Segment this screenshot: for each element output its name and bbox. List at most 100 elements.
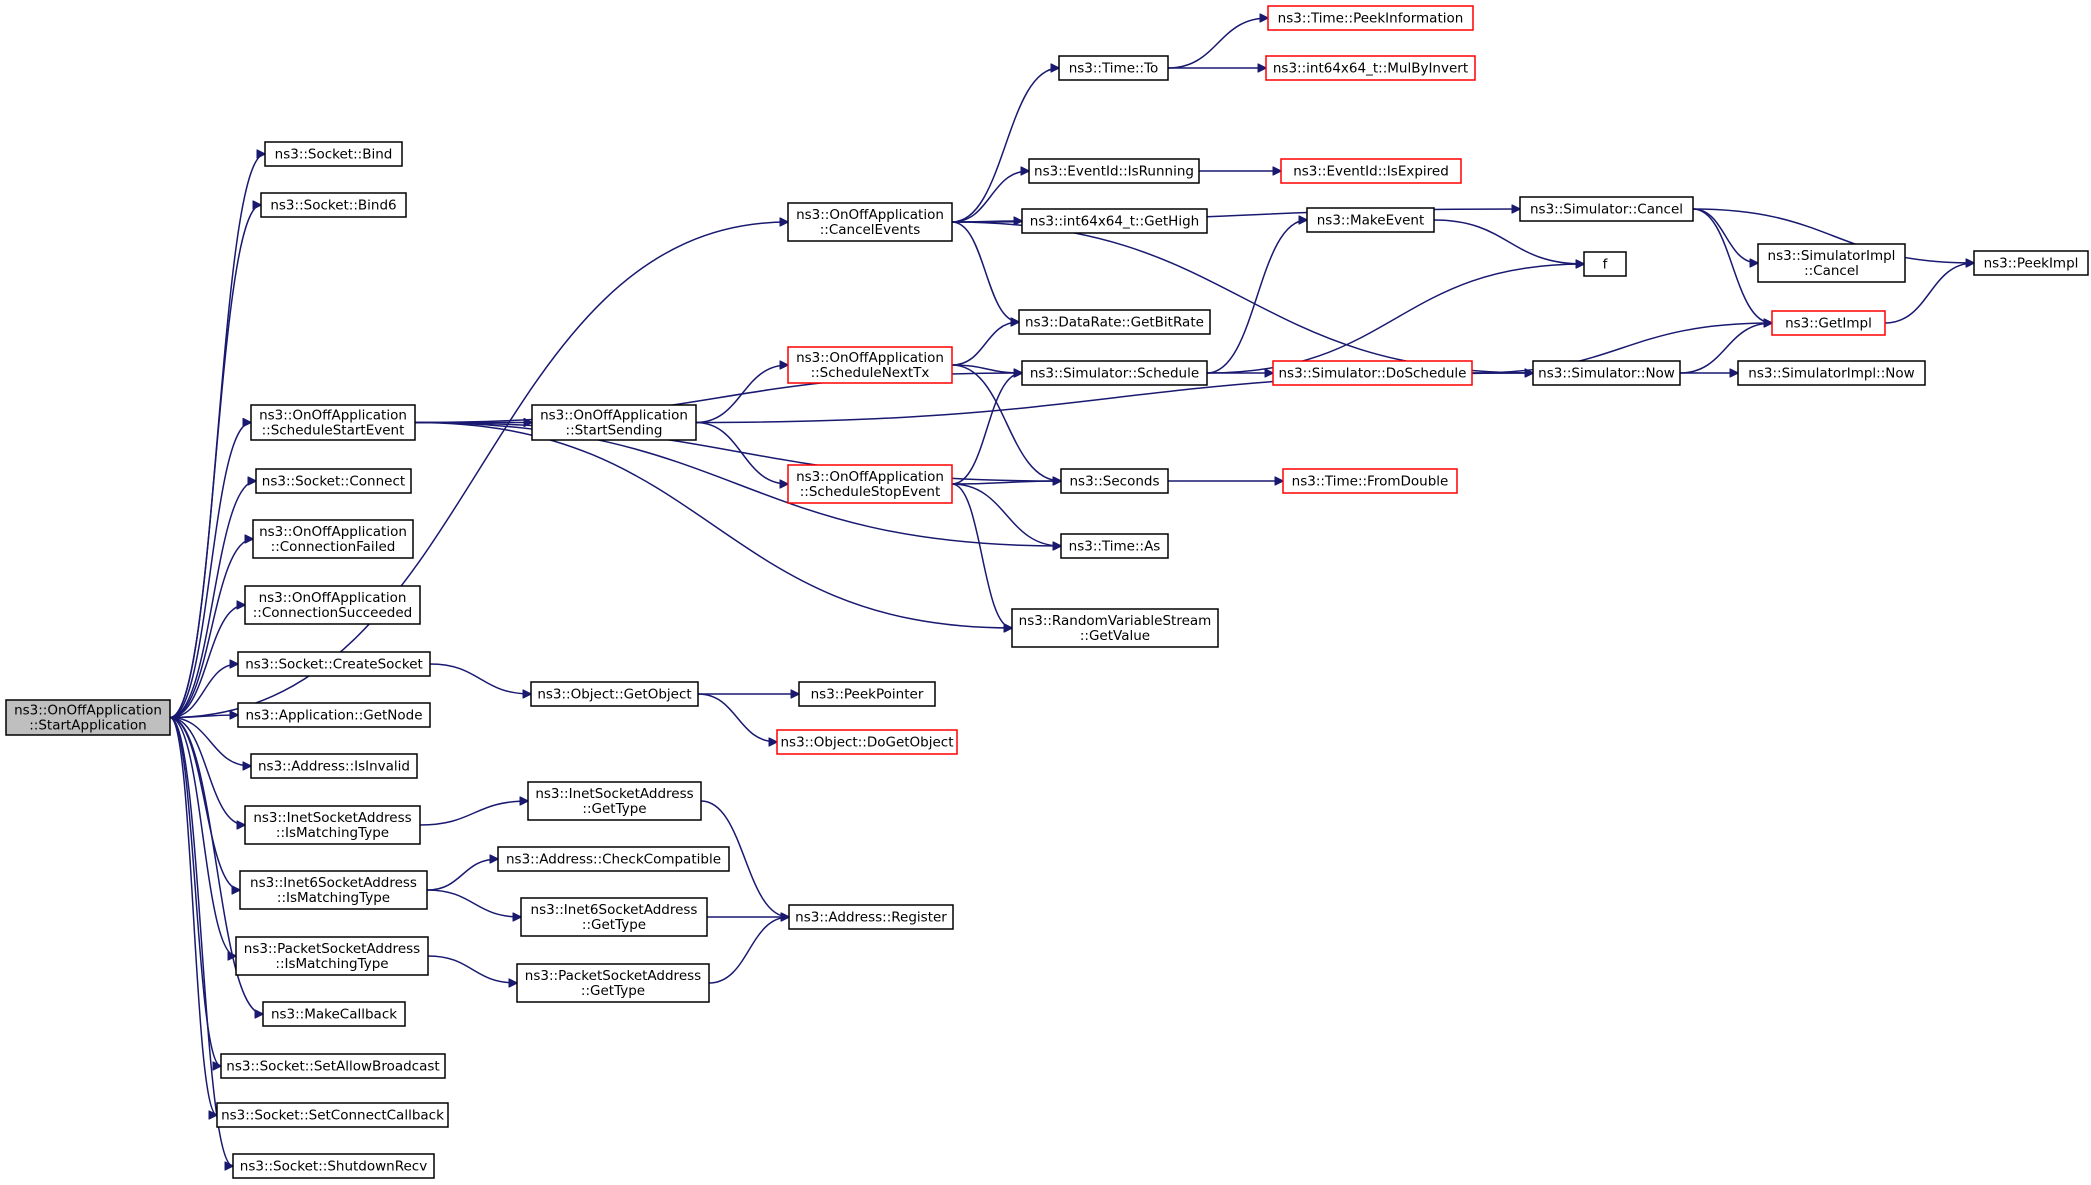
edge-start-to-cancel-events bbox=[169, 222, 788, 719]
node-is-expired[interactable]: ns3::EventId::IsExpired bbox=[1280, 158, 1462, 184]
node-create-socket[interactable]: ns3::Socket::CreateSocket bbox=[237, 651, 431, 677]
node-start-sending[interactable]: ns3::OnOffApplication::StartSending bbox=[531, 404, 697, 441]
edge-sim-cancel-to-peek-impl bbox=[1692, 208, 1974, 263]
edge-do-schedule-to-get-impl bbox=[1471, 323, 1772, 374]
node-inet6-get-type[interactable]: ns3::Inet6SocketAddress::GetType bbox=[520, 897, 708, 937]
edge-schedule-start-to-get-value bbox=[414, 421, 1012, 629]
edge-schedule-next-tx-to-schedule bbox=[951, 364, 1022, 373]
edge-sim-now-to-get-impl bbox=[1679, 323, 1772, 374]
node-do-get-object[interactable]: ns3::Object::DoGetObject bbox=[776, 729, 958, 755]
node-seconds[interactable]: ns3::Seconds bbox=[1060, 468, 1169, 494]
node-label-bind: ns3::Socket::Bind bbox=[275, 147, 393, 163]
node-shutdown-recv[interactable]: ns3::Socket::ShutdownRecv bbox=[232, 1153, 435, 1179]
edge-start-to-set-connect-callback bbox=[169, 716, 218, 1116]
node-label-inet6-get-type: ns3::Inet6SocketAddress bbox=[531, 902, 698, 918]
node-conn-failed[interactable]: ns3::OnOffApplication::ConnectionFailed bbox=[252, 519, 414, 559]
edge-start-to-schedule-start bbox=[169, 423, 251, 719]
node-box-schedule bbox=[1021, 360, 1208, 386]
node-is-running[interactable]: ns3::EventId::IsRunning bbox=[1028, 158, 1200, 184]
node-label-packet-get-type: ns3::PacketSocketAddress bbox=[525, 968, 701, 984]
node-label-schedule: ns3::Simulator::Schedule bbox=[1030, 366, 1199, 382]
edge-inet-match-to-inet-get-type bbox=[419, 801, 528, 826]
node-label-inet-match: ns3::InetSocketAddress bbox=[253, 810, 411, 826]
node-peek-impl[interactable]: ns3::PeekImpl bbox=[1973, 250, 2089, 276]
edge-schedule-stop-to-schedule bbox=[951, 373, 1022, 485]
node-make-callback[interactable]: ns3::MakeCallback bbox=[262, 1001, 406, 1027]
node-get-object[interactable]: ns3::Object::GetObject bbox=[530, 681, 699, 707]
node-box-peek-impl bbox=[1973, 250, 2089, 276]
node-box-mul-by-invert bbox=[1265, 55, 1476, 81]
node-get-high[interactable]: ns3::int64x64_t::GetHigh bbox=[1021, 208, 1208, 234]
node-f[interactable]: f bbox=[1583, 251, 1627, 277]
node-peek-pointer[interactable]: ns3::PeekPointer bbox=[798, 681, 936, 707]
node-check-compat[interactable]: ns3::Address::CheckCompatible bbox=[497, 846, 730, 872]
node-do-schedule[interactable]: ns3::Simulator::DoSchedule bbox=[1272, 360, 1473, 386]
node-packet-match[interactable]: ns3::PacketSocketAddress::IsMatchingType bbox=[235, 936, 429, 976]
node-schedule-stop[interactable]: ns3::OnOffApplication::ScheduleStopEvent bbox=[787, 464, 953, 504]
node-label-seconds: ns3::Seconds bbox=[1070, 474, 1160, 490]
node-label-start-sending: ns3::OnOffApplication bbox=[540, 408, 688, 424]
node-impl-cancel[interactable]: ns3::SimulatorImpl::Cancel bbox=[1757, 243, 1906, 283]
node-box-get-node bbox=[237, 702, 431, 728]
node-get-bit-rate[interactable]: ns3::DataRate::GetBitRate bbox=[1018, 309, 1211, 335]
node-label-sim-now: ns3::Simulator::Now bbox=[1538, 366, 1675, 382]
node-set-connect-callback[interactable]: ns3::Socket::SetConnectCallback bbox=[216, 1102, 449, 1128]
node-make-event[interactable]: ns3::MakeEvent bbox=[1306, 207, 1435, 233]
node-box-peek-pointer bbox=[798, 681, 936, 707]
node-get-node[interactable]: ns3::Application::GetNode bbox=[237, 702, 431, 728]
node-label-shutdown-recv: ns3::Socket::ShutdownRecv bbox=[240, 1159, 427, 1175]
edge-cancel-events-to-sim-now bbox=[951, 221, 1533, 373]
edge-sim-cancel-to-get-impl bbox=[1692, 208, 1772, 323]
node-time-as[interactable]: ns3::Time::As bbox=[1060, 533, 1169, 559]
node-box-get-high bbox=[1021, 208, 1208, 234]
node-packet-get-type[interactable]: ns3::PacketSocketAddress::GetType bbox=[516, 963, 710, 1003]
node-schedule-next-tx[interactable]: ns3::OnOffApplication::ScheduleNextTx bbox=[787, 346, 953, 384]
node-register[interactable]: ns3::Address::Register bbox=[788, 904, 954, 930]
node-from-double[interactable]: ns3::Time::FromDouble bbox=[1282, 468, 1458, 494]
node-box-make-callback bbox=[262, 1001, 406, 1027]
node-schedule[interactable]: ns3::Simulator::Schedule bbox=[1021, 360, 1208, 386]
edge-schedule-next-tx-to-seconds bbox=[951, 364, 1061, 481]
node-sim-cancel[interactable]: ns3::Simulator::Cancel bbox=[1519, 196, 1694, 222]
node-box-start bbox=[5, 699, 171, 736]
node-box-do-schedule bbox=[1272, 360, 1473, 386]
node-start[interactable]: ns3::OnOffApplication::StartApplication bbox=[5, 699, 171, 736]
node-impl-now[interactable]: ns3::SimulatorImpl::Now bbox=[1737, 360, 1926, 386]
node-schedule-start[interactable]: ns3::OnOffApplication::ScheduleStartEven… bbox=[250, 404, 416, 441]
node-box-cancel-events bbox=[787, 202, 953, 242]
node-get-impl[interactable]: ns3::GetImpl bbox=[1771, 310, 1886, 336]
node-box-is-invalid bbox=[250, 753, 418, 779]
node-set-allow-broadcast[interactable]: ns3::Socket::SetAllowBroadcast bbox=[220, 1053, 446, 1079]
node-box-inet6-match bbox=[239, 870, 428, 910]
node-time-to[interactable]: ns3::Time::To bbox=[1058, 55, 1169, 81]
node-is-invalid[interactable]: ns3::Address::IsInvalid bbox=[250, 753, 418, 779]
node-box-schedule-next-tx bbox=[787, 346, 953, 384]
node-box-set-connect-callback bbox=[216, 1102, 449, 1128]
node-get-value[interactable]: ns3::RandomVariableStream::GetValue bbox=[1011, 608, 1219, 648]
node-cancel-events[interactable]: ns3::OnOffApplication::CancelEvents bbox=[787, 202, 953, 242]
node-label-impl-cancel: ::Cancel bbox=[1804, 263, 1859, 279]
node-inet6-match[interactable]: ns3::Inet6SocketAddress::IsMatchingType bbox=[239, 870, 428, 910]
node-label-packet-match: ::IsMatchingType bbox=[275, 956, 388, 972]
node-box-bind6 bbox=[260, 192, 407, 218]
node-mul-by-invert[interactable]: ns3::int64x64_t::MulByInvert bbox=[1265, 55, 1476, 81]
edge-start-to-create-socket bbox=[169, 664, 238, 719]
edge-packet-match-to-packet-get-type bbox=[427, 955, 517, 983]
node-inet-get-type[interactable]: ns3::InetSocketAddress::GetType bbox=[527, 781, 702, 821]
node-label-schedule-next-tx: ::ScheduleNextTx bbox=[811, 365, 930, 381]
node-peek-info[interactable]: ns3::Time::PeekInformation bbox=[1267, 5, 1474, 31]
node-label-schedule-start: ::ScheduleStartEvent bbox=[262, 423, 405, 439]
node-bind6[interactable]: ns3::Socket::Bind6 bbox=[260, 192, 407, 218]
node-sim-now[interactable]: ns3::Simulator::Now bbox=[1532, 360, 1681, 386]
node-conn-succ[interactable]: ns3::OnOffApplication::ConnectionSucceed… bbox=[244, 585, 421, 625]
edges-layer bbox=[169, 18, 1974, 1166]
node-label-is-expired: ns3::EventId::IsExpired bbox=[1293, 164, 1449, 180]
node-connect[interactable]: ns3::Socket::Connect bbox=[255, 468, 412, 494]
node-label-mul-by-invert: ns3::int64x64_t::MulByInvert bbox=[1273, 61, 1468, 77]
node-label-start-sending: ::StartSending bbox=[566, 423, 663, 439]
node-label-get-bit-rate: ns3::DataRate::GetBitRate bbox=[1025, 315, 1204, 331]
node-bind[interactable]: ns3::Socket::Bind bbox=[264, 141, 403, 167]
node-inet-match[interactable]: ns3::InetSocketAddress::IsMatchingType bbox=[244, 805, 421, 845]
node-box-register bbox=[788, 904, 954, 930]
edge-start-to-conn-failed bbox=[169, 539, 253, 719]
